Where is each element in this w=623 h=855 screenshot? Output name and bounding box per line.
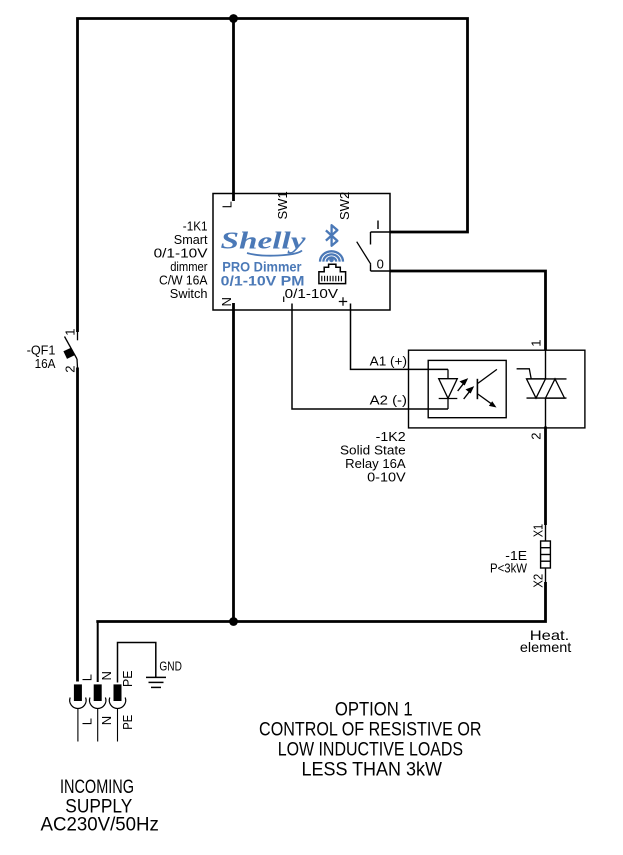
svg-text:L: L: [79, 718, 94, 725]
svg-text:OPTION 1: OPTION 1: [335, 699, 413, 720]
svg-text:-1K1: -1K1: [183, 219, 208, 234]
svg-text:PE: PE: [120, 714, 135, 729]
svg-text:C/W 16A: C/W 16A: [159, 273, 208, 288]
svg-text:Solid State: Solid State: [340, 442, 406, 457]
svg-text:16A: 16A: [35, 356, 56, 371]
svg-text:dimmer: dimmer: [170, 259, 208, 274]
svg-text:0/1-10V: 0/1-10V: [154, 246, 208, 261]
svg-text:-QF1: -QF1: [27, 343, 56, 358]
svg-text:N: N: [99, 716, 114, 725]
svg-text:2: 2: [529, 433, 544, 440]
svg-text:P<3kW: P<3kW: [490, 560, 528, 575]
svg-text:LOW INDUCTIVE LOADS: LOW INDUCTIVE LOADS: [278, 740, 463, 761]
svg-text:-1K2: -1K2: [376, 429, 406, 444]
svg-text:CONTROL OF RESISTIVE OR: CONTROL OF RESISTIVE OR: [259, 720, 482, 741]
svg-text:Heat.: Heat.: [530, 627, 570, 643]
svg-text:2: 2: [63, 366, 78, 373]
svg-text:Shelly: Shelly: [221, 228, 306, 255]
svg-text:GND: GND: [159, 658, 182, 673]
svg-text:1: 1: [63, 328, 78, 335]
svg-text:PE: PE: [120, 670, 135, 687]
svg-text:element: element: [520, 639, 572, 655]
svg-text:INCOMING: INCOMING: [60, 777, 134, 798]
svg-text:A1 (+): A1 (+): [370, 354, 407, 369]
svg-text:A2 (-): A2 (-): [370, 392, 407, 407]
svg-text:0/1-10V PM: 0/1-10V PM: [221, 273, 305, 289]
svg-text:Switch: Switch: [170, 286, 208, 301]
svg-text:-1E: -1E: [505, 548, 527, 563]
svg-text:LESS THAN 3kW: LESS THAN 3kW: [302, 759, 442, 780]
svg-text:0: 0: [377, 257, 384, 272]
svg-text:SW2: SW2: [337, 192, 352, 220]
svg-text:L: L: [220, 201, 235, 208]
svg-text:0/1-10V: 0/1-10V: [285, 286, 339, 301]
svg-text:Smart: Smart: [174, 232, 208, 247]
svg-text:PRO Dimmer: PRO Dimmer: [222, 259, 302, 275]
svg-text:AC230V/50Hz: AC230V/50Hz: [41, 815, 159, 836]
svg-text:X2: X2: [531, 574, 546, 588]
svg-text:N: N: [99, 671, 114, 680]
svg-text:N: N: [219, 297, 234, 306]
svg-text:Relay 16A: Relay 16A: [345, 456, 406, 471]
svg-text:L: L: [79, 674, 94, 681]
svg-text:1: 1: [529, 339, 544, 346]
svg-text:SUPPLY: SUPPLY: [65, 796, 132, 817]
svg-text:X1: X1: [531, 524, 546, 538]
svg-text:0-10V: 0-10V: [367, 469, 406, 484]
svg-text:SW1: SW1: [275, 191, 290, 219]
